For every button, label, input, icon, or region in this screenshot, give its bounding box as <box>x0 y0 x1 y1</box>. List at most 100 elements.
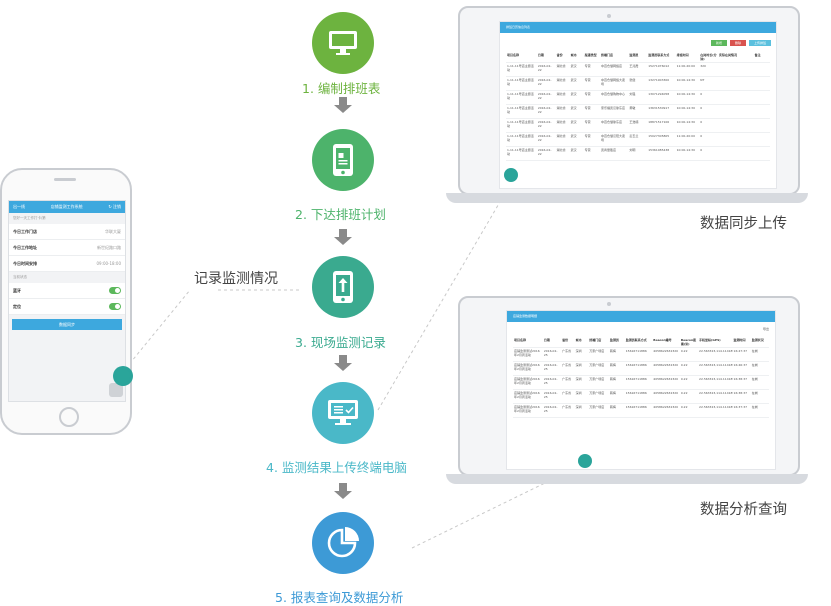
table-cell: 深圳 <box>575 377 582 381</box>
refresh-icon[interactable]: ↻ <box>108 204 113 209</box>
laptop-1-upload-button[interactable]: 上传排班 <box>748 40 771 46</box>
location-toggle[interactable] <box>109 303 121 310</box>
table-cell: 张健 <box>629 78 636 82</box>
table-cell: 深圳 <box>575 391 582 395</box>
table-cell: 22.563323,114.114189 <box>699 363 733 367</box>
phone-row-store[interactable]: 今日工作门店华联大厦 <box>9 224 125 240</box>
table-cell: 武汉 <box>570 148 577 152</box>
table-header-cell: 备注 <box>754 53 761 57</box>
annotation-sync: 数据同步上传 <box>700 216 787 232</box>
table-cell: 中百仓储网络大卖场 <box>601 78 626 86</box>
phone-home-button[interactable] <box>59 407 79 427</box>
annotation-record: 记录监测情况 <box>194 271 278 287</box>
table-header-cell: Beacon距离(米) <box>680 338 697 346</box>
table-cell: 15616711886 <box>625 391 647 395</box>
laptop-1-display: 排班日历信息列表 新增 删除 上传排班 项目名称日期省份城市渠道类型终端门店监测… <box>499 21 777 189</box>
table-cell: 广东省 <box>562 405 572 409</box>
phone-section-checkin: 您好一天工作打卡/第 <box>13 216 46 220</box>
phone-logout-button[interactable]: ↻ 注销 <box>108 204 121 209</box>
table-cell: 2016-02-22 <box>537 120 552 128</box>
table-cell: 10:00-14:30 <box>676 78 695 82</box>
table-cell: 4058622632320 <box>653 377 679 381</box>
table-cell: 15616711886 <box>625 363 647 367</box>
step-2-label: 2. 下达排班计划 <box>295 207 386 222</box>
table-cell: 店铺监测测试2016年2月周活动 <box>514 391 540 399</box>
table-cell: 湖北省 <box>556 64 566 68</box>
laptop-2-export-button[interactable]: 导出 <box>762 327 769 331</box>
table-cell <box>754 77 770 90</box>
phone-icon <box>333 144 353 176</box>
table-cell: 0 <box>700 92 703 96</box>
table-cell: 在岗 <box>751 405 758 409</box>
laptop-1-delete-button[interactable]: 删除 <box>729 40 746 46</box>
phone-back-button[interactable]: 出一线 <box>13 204 25 209</box>
table-cell: 韩梅 <box>609 363 616 367</box>
table-cell <box>754 63 770 76</box>
table-cell: 1-11-11号店主题活动 <box>507 106 534 114</box>
table-cell: 0 <box>700 106 703 110</box>
table-cell: 王兆霞 <box>629 64 639 68</box>
table-cell <box>754 91 770 104</box>
table-cell: 韩梅 <box>609 391 616 395</box>
table-cell: 武汉 <box>570 78 577 82</box>
phone-float-button[interactable] <box>109 383 123 397</box>
table-cell: 1-11-11号店主题活动 <box>507 92 534 100</box>
table-header-cell: 实际在岗情况 <box>719 53 738 57</box>
table-cell: 湖北省 <box>556 148 566 152</box>
table-cell <box>718 133 754 146</box>
laptop-1-base <box>446 193 808 203</box>
phone-row-address[interactable]: 今日工作地址新世纪路口路 <box>9 240 125 256</box>
upload-phone-icon <box>333 271 353 303</box>
table-header-cell: 监测员 <box>629 53 639 57</box>
table-header-cell: 日期 <box>543 338 550 342</box>
table-cell: 15271976012 <box>648 64 670 68</box>
phone-sync-button[interactable]: 数据同步 <box>12 319 122 330</box>
bluetooth-toggle[interactable] <box>109 287 121 294</box>
table-cell: 武汉 <box>570 120 577 124</box>
table-cell: 2016-02-22 <box>537 148 552 156</box>
step-1-label: 1. 编制排班表 <box>302 81 381 96</box>
table-cell: 22.563323,114.114189 <box>699 377 733 381</box>
table-cell: 彭玉兰 <box>629 134 639 138</box>
table-cell: 16:38:37 <box>733 377 748 381</box>
table-cell: 在岗 <box>751 391 758 395</box>
table-cell: 专营 <box>584 148 591 152</box>
table-cell: 万家广场店 <box>589 377 605 381</box>
table-cell: 专营 <box>584 92 591 96</box>
table-cell: 4058622632320 <box>653 405 679 409</box>
table-cell: 10:00-14:30 <box>676 106 695 110</box>
table-header-cell: 城市 <box>575 338 582 342</box>
phone-title: 店铺监测工作系统 <box>50 204 83 209</box>
table-cell: 中百仓储徐东店 <box>601 120 623 124</box>
table-cell: 万家广场店 <box>589 363 605 367</box>
table-header-cell: 排班时间 <box>676 53 689 57</box>
table-cell: 中百仓储汉阳大卖场 <box>601 134 626 142</box>
laptop-2-base <box>446 474 808 484</box>
table-header-cell: 项目名称 <box>514 338 527 342</box>
laptop-1-add-button[interactable]: 新增 <box>710 40 727 46</box>
table-cell: 广东省 <box>562 363 572 367</box>
step-3-label: 3. 现场监测记录 <box>295 335 386 350</box>
table-cell: 2016-02-25 <box>543 405 558 413</box>
table-cell: 0.22 <box>680 377 688 381</box>
table-cell: 2016-02-22 <box>537 64 552 72</box>
table-cell: 2016-02-22 <box>537 134 552 142</box>
table-header-row: 项目名称日期省份城市渠道类型终端门店监测员监测员联系方式排班时间在岗时长(分钟)… <box>506 52 770 63</box>
table-cell: 15616711886 <box>625 349 647 353</box>
table-cell: 4058622632320 <box>653 363 679 367</box>
table-cell: 11:00-20:00 <box>676 134 695 138</box>
